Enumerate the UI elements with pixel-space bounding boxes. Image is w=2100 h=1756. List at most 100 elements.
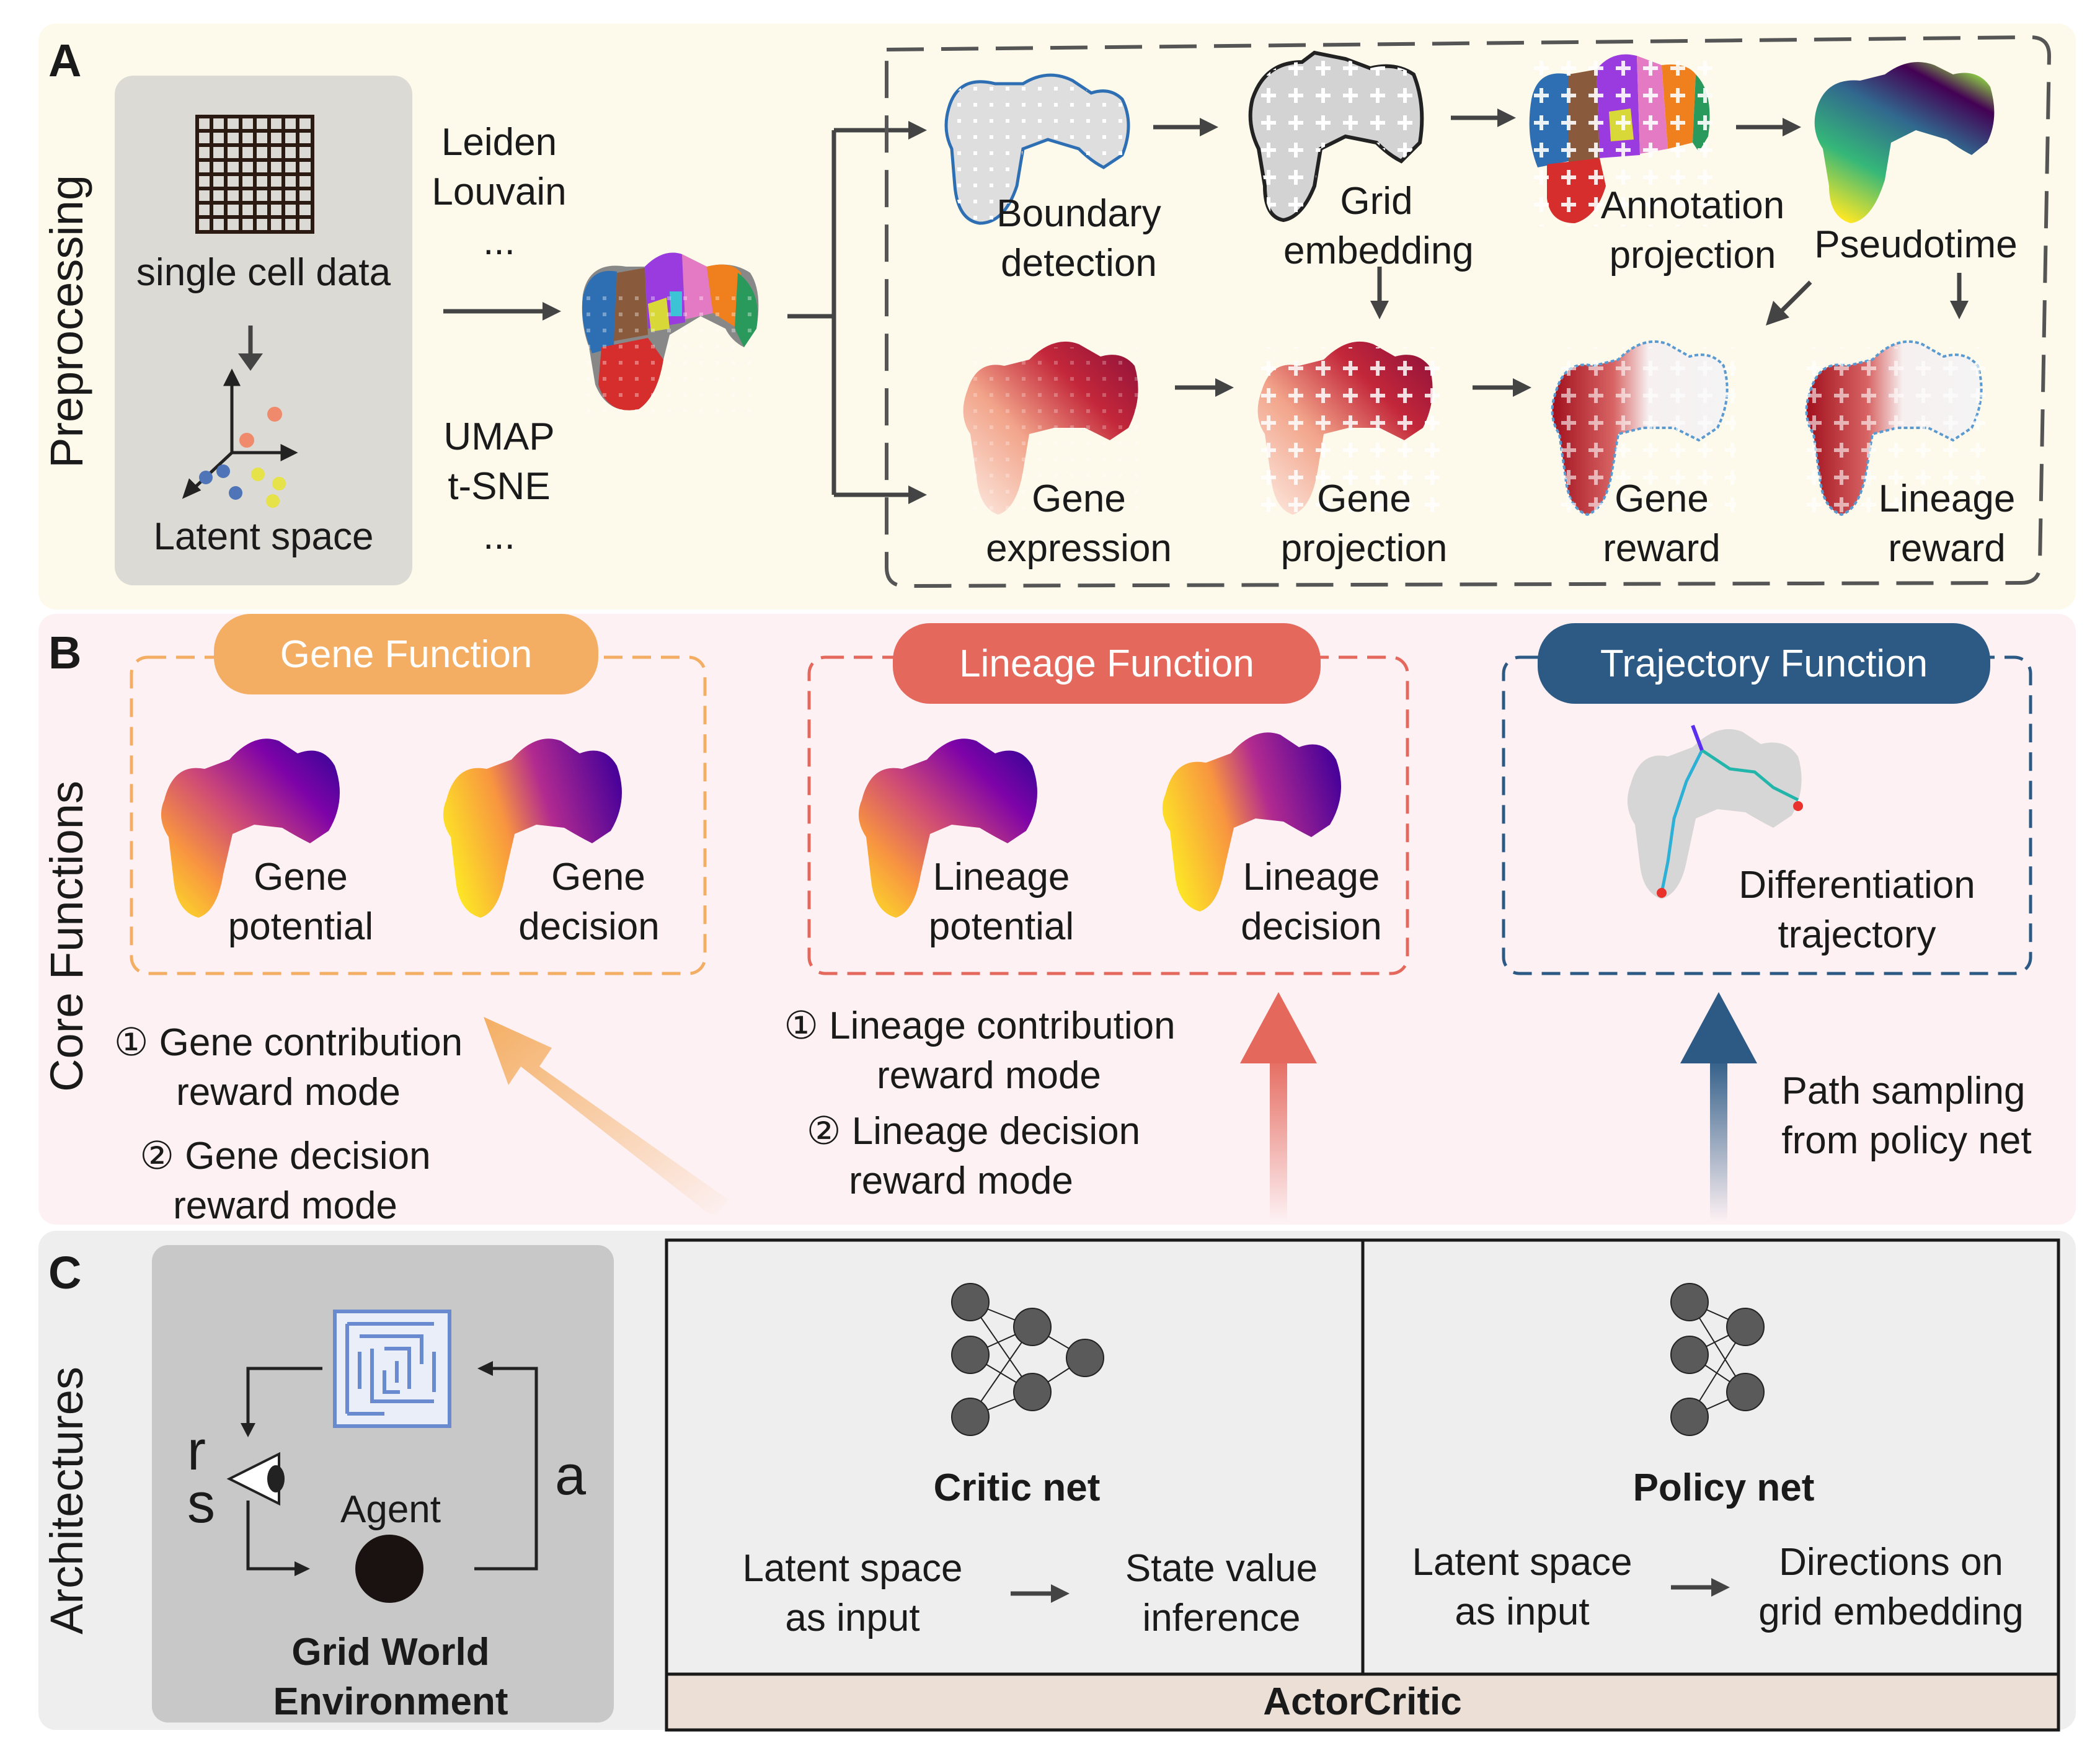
policy-network-icon bbox=[1670, 1283, 1765, 1436]
grid-world-box bbox=[152, 1245, 614, 1723]
lineage-mode-2-line1: ② Lineage decision bbox=[806, 1110, 1141, 1153]
core-functions-label: Core Functions bbox=[41, 781, 92, 1092]
differentiation-trajectory-label-1: Differentiation bbox=[1739, 864, 1975, 907]
differentiation-trajectory-map bbox=[1627, 724, 1803, 899]
critic-input-line1: Latent space bbox=[742, 1547, 963, 1590]
preprocessing-label: Preprocessing bbox=[41, 174, 92, 468]
latent-space-label: Latent space bbox=[153, 515, 374, 558]
policy-output-line2: grid embedding bbox=[1758, 1590, 2024, 1633]
lineage-decision-map bbox=[1162, 732, 1341, 911]
actorcritic-label: ActorCritic bbox=[1263, 1680, 1462, 1723]
lineage-reward-label-2: reward bbox=[1888, 527, 2006, 570]
gene-decision-map bbox=[443, 738, 622, 918]
reduction-tsne: t-SNE bbox=[448, 465, 551, 508]
gene-reward-label-2: reward bbox=[1603, 527, 1721, 570]
gene-projection-label-1: Gene bbox=[1317, 477, 1411, 520]
trajectory-arrow bbox=[1680, 992, 1757, 1222]
annotation-projection-label-2: projection bbox=[1609, 234, 1776, 277]
boundary-detection-map bbox=[944, 73, 1130, 225]
lineage-mode-1-line1: ① Lineage contribution bbox=[784, 1004, 1176, 1047]
policy-output-line1: Directions on bbox=[1779, 1541, 2003, 1584]
input-box bbox=[115, 76, 412, 585]
trajectory-function-frame bbox=[1502, 655, 2032, 975]
lineage-mode-1-line2: reward mode bbox=[877, 1054, 1101, 1097]
lineage-potential-map bbox=[858, 738, 1037, 918]
gene-expression-label-2: expression bbox=[986, 527, 1172, 570]
gene-potential-map bbox=[161, 738, 340, 918]
reduction-ellipsis: ... bbox=[483, 515, 515, 557]
critic-output-line1: State value bbox=[1125, 1547, 1318, 1590]
grid-embedding-map bbox=[1248, 50, 1424, 223]
gene-mode-2-line1: ② Gene decision bbox=[140, 1135, 431, 1177]
gene-decision-label-2: decision bbox=[518, 905, 660, 948]
lineage-function-pill: Lineage Function bbox=[893, 623, 1321, 704]
state-letter: s bbox=[187, 1473, 215, 1535]
lineage-function-frame bbox=[807, 655, 1409, 975]
gene-mode-1-line1: ① Gene contribution bbox=[113, 1021, 463, 1064]
differentiation-trajectory-label-2: trajectory bbox=[1778, 913, 1936, 956]
reward-letter: r bbox=[187, 1420, 206, 1482]
lineage-reward-label-1: Lineage bbox=[1878, 477, 2016, 520]
gene-projection-map bbox=[1256, 341, 1442, 521]
lineage-decision-label-2: decision bbox=[1241, 905, 1382, 948]
maze-icon bbox=[333, 1310, 451, 1428]
path-sampling-line1: Path sampling bbox=[1781, 1070, 2026, 1112]
policy-input-line1: Latent space bbox=[1412, 1541, 1633, 1584]
gene-function-pill: Gene Function bbox=[214, 614, 598, 694]
pseudotime-label: Pseudotime bbox=[1814, 223, 2018, 266]
panel-b-background bbox=[38, 614, 2076, 1225]
critic-network-icon bbox=[951, 1283, 1104, 1436]
gene-mode-2-line2: reward mode bbox=[173, 1184, 397, 1227]
preprocessing-dashed-frame bbox=[885, 35, 2052, 588]
boundary-detection-label-2: detection bbox=[1001, 242, 1157, 285]
panel-a-letter: A bbox=[48, 35, 82, 86]
annotation-projection-label-1: Annotation bbox=[1600, 184, 1785, 227]
gene-potential-label-1: Gene bbox=[254, 856, 348, 898]
lineage-arrow bbox=[1240, 992, 1317, 1222]
gene-decision-label-1: Gene bbox=[551, 856, 645, 898]
gene-reward-map bbox=[1550, 340, 1736, 521]
gene-potential-label-2: potential bbox=[228, 905, 374, 948]
lineage-potential-label-1: Lineage bbox=[933, 856, 1070, 898]
lineage-potential-label-2: potential bbox=[928, 905, 1074, 948]
gene-projection-label-2: projection bbox=[1280, 527, 1448, 570]
gene-mode-1-line2: reward mode bbox=[176, 1071, 401, 1114]
eye-icon bbox=[226, 1452, 285, 1506]
clustered-umap bbox=[582, 252, 763, 412]
agent-label: Agent bbox=[340, 1488, 441, 1531]
gene-arrow bbox=[484, 1017, 729, 1215]
panel-b-letter: B bbox=[48, 627, 82, 678]
gene-reward-label-1: Gene bbox=[1615, 477, 1709, 520]
architectures-label: Architectures bbox=[41, 1367, 92, 1634]
panel-c-letter: C bbox=[48, 1247, 82, 1298]
lineage-reward-map bbox=[1804, 340, 1990, 521]
gene-expression-map bbox=[961, 341, 1147, 521]
matrix-icon bbox=[195, 115, 314, 234]
reduction-umap: UMAP bbox=[443, 415, 555, 458]
critic-net-title: Critic net bbox=[933, 1466, 1101, 1509]
path-sampling-line2: from policy net bbox=[1781, 1119, 2032, 1162]
policy-input-line2: as input bbox=[1455, 1590, 1590, 1633]
grid-embedding-label-2: embedding bbox=[1283, 229, 1474, 272]
critic-input-line2: as input bbox=[785, 1597, 920, 1639]
grid-world-title-1: Grid World bbox=[291, 1631, 490, 1674]
lineage-mode-2-line2: reward mode bbox=[849, 1160, 1073, 1202]
actorcritic-footer-bar bbox=[665, 1672, 2060, 1732]
agent-icon bbox=[355, 1535, 423, 1603]
clustering-ellipsis: ... bbox=[483, 220, 515, 263]
grid-embedding-label-1: Grid bbox=[1340, 180, 1413, 223]
gene-expression-label-1: Gene bbox=[1032, 477, 1126, 520]
grid-world-title-2: Environment bbox=[273, 1680, 508, 1723]
trajectory-function-pill: Trajectory Function bbox=[1538, 623, 1990, 704]
latent-space-icon bbox=[182, 368, 298, 499]
boundary-detection-label-1: Boundary bbox=[996, 192, 1161, 235]
lineage-decision-label-1: Lineage bbox=[1243, 856, 1380, 898]
pseudotime-map bbox=[1814, 62, 1995, 223]
clustering-louvain: Louvain bbox=[432, 171, 567, 213]
single-cell-data-label: single cell data bbox=[136, 251, 391, 294]
annotation-projection-map bbox=[1525, 50, 1717, 226]
action-letter: a bbox=[555, 1445, 587, 1507]
policy-net-title: Policy net bbox=[1633, 1466, 1815, 1509]
critic-output-line2: inference bbox=[1142, 1597, 1301, 1639]
